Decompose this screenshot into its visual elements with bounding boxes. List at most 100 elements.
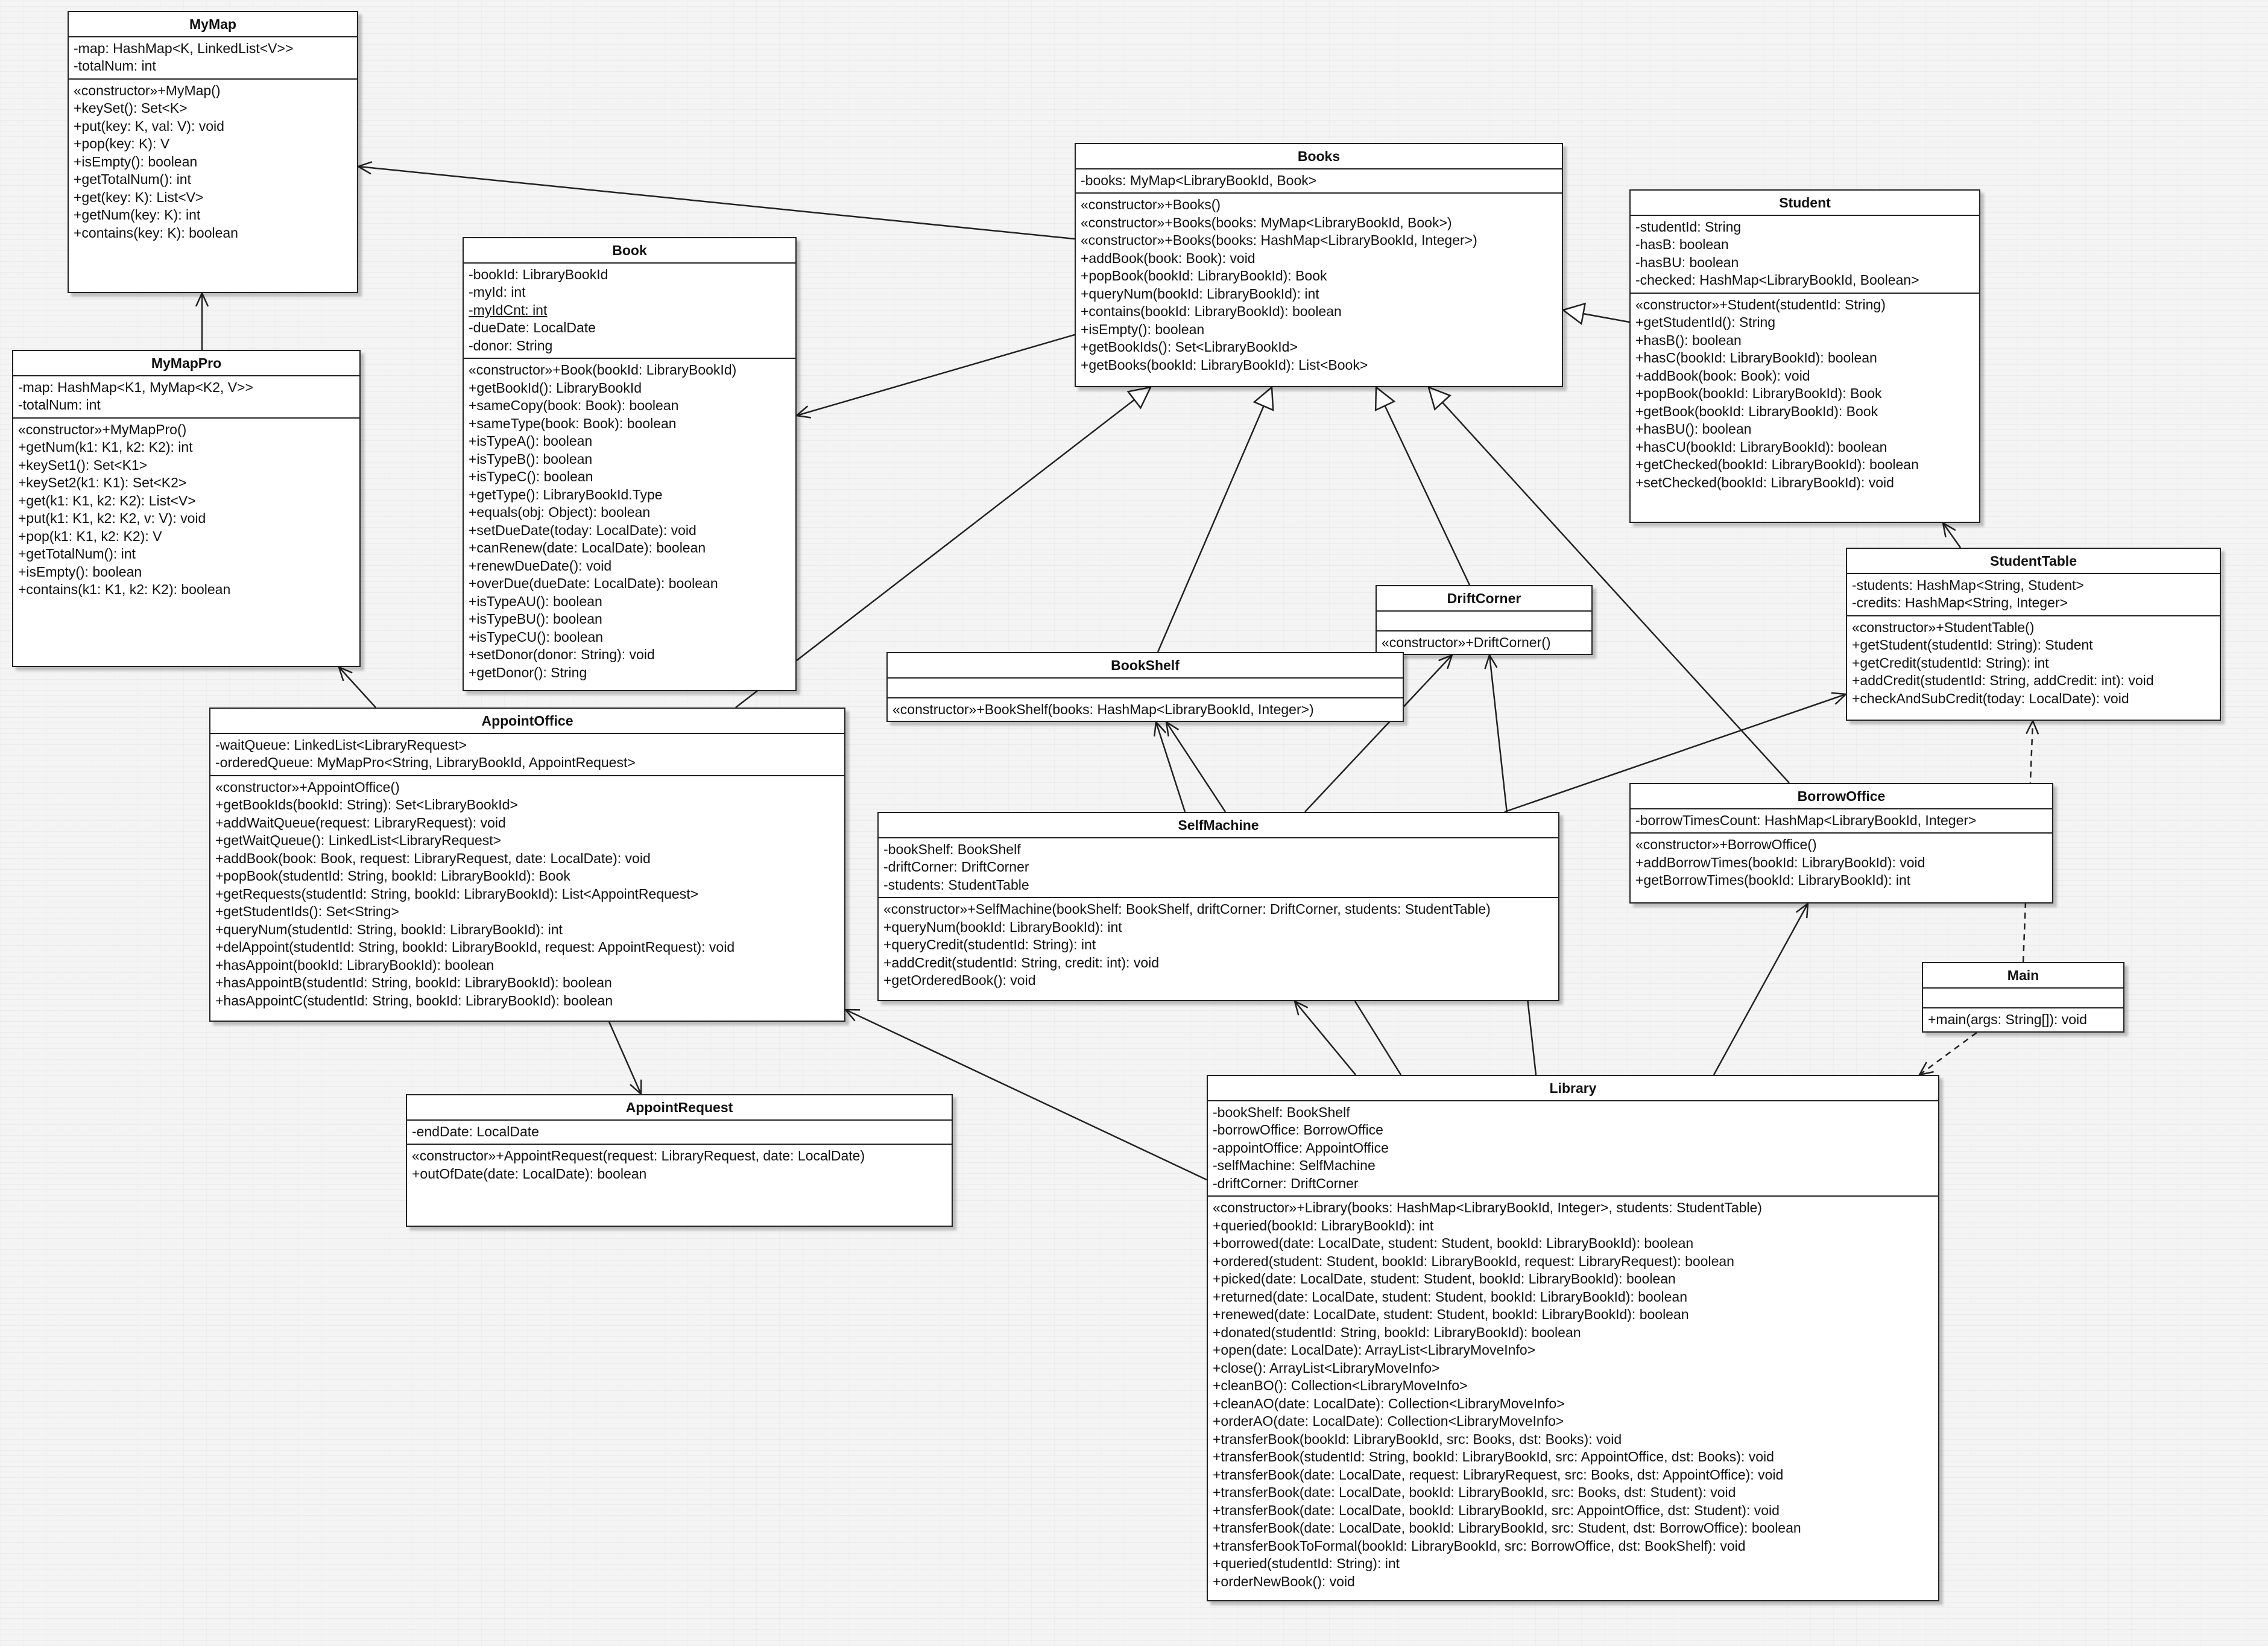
class-box-bookshelf[interactable]: BookShelf «constructor»+BookShelf(books: … [886, 652, 1404, 722]
relation-generalization-appointoffice-to-books [735, 386, 1152, 708]
class-method: +hasAppointC(studentId: String, bookId: … [215, 992, 613, 1008]
class-method: +keySet2(k1: K1): Set<K2> [18, 475, 187, 490]
class-attribute: -hasB: boolean [1635, 236, 1729, 252]
class-method: +hasB(): boolean [1635, 332, 1742, 348]
class-method: +addBook(book: Book): void [1635, 367, 1810, 384]
class-attribute: -donor: String [469, 337, 553, 353]
class-attribute: -myId: int [469, 284, 526, 300]
class-method: +donated(studentId: String, bookId: Libr… [1213, 1324, 1581, 1340]
class-attributes-section: -map: HashMap<K, LinkedList<V>>-totalNum… [69, 36, 357, 78]
relation-generalization-bookshelf-to-books [1157, 385, 1274, 653]
class-method: +transferBookToFormal(bookId: LibraryBoo… [1213, 1537, 1746, 1554]
relation-association-mymappro-to-mymap [195, 291, 209, 350]
class-attribute: -checked: HashMap<LibraryBookId, Boolean… [1635, 272, 1919, 288]
class-name: AppointRequest [625, 1100, 733, 1115]
class-method: «constructor»+StudentTable() [1852, 619, 2035, 635]
class-attribute: -hasBU: boolean [1635, 254, 1739, 270]
class-method: +orderAO(date: LocalDate): Collection<Li… [1213, 1413, 1564, 1429]
class-method: «constructor»+Student(studentId: String) [1635, 296, 1886, 312]
class-method: +getOrderedBook(): void [883, 972, 1036, 988]
class-box-mymappro[interactable]: MyMapPro-map: HashMap<K1, MyMap<K2, V>>-… [12, 350, 361, 667]
class-method: +isTypeC(): boolean [469, 469, 593, 484]
class-method: +popBook(studentId: String, bookId: Libr… [215, 868, 570, 884]
class-box-driftcorner[interactable]: DriftCorner «constructor»+DriftCorner() [1376, 585, 1593, 655]
class-method: «constructor»+Library(books: HashMap<Lib… [1213, 1200, 1762, 1215]
class-method: +getTotalNum(): int [18, 546, 136, 562]
class-method: +getNum(key: K): int [74, 207, 201, 223]
class-attribute: -dueDate: LocalDate [469, 320, 596, 335]
class-method: +getBookId(): LibraryBookId [469, 379, 642, 396]
class-attribute: -selfMachine: SelfMachine [1213, 1157, 1376, 1173]
class-attributes-section: -bookShelf: BookShelf-borrowOffice: Borr… [1208, 1100, 1938, 1196]
relation-association-library-to-bookshelf [1165, 720, 1227, 812]
class-method: +get(k1: K1, k2: K2): List<V> [18, 492, 196, 508]
class-method: «constructor»+Books() [1081, 197, 1221, 212]
class-method: +borrowed(date: LocalDate, student: Stud… [1213, 1235, 1694, 1251]
class-methods-section: «constructor»+DriftCorner() [1377, 630, 1591, 655]
class-method: +isEmpty(): boolean [18, 563, 142, 580]
class-method: +addCredit(studentId: String, credit: in… [883, 954, 1160, 970]
class-name: BookShelf [1111, 657, 1180, 673]
class-attributes-section [888, 677, 1403, 697]
class-methods-section: «constructor»+MyMap()+keySet(): Set<K>+p… [69, 78, 357, 245]
class-method: +checkAndSubCredit(today: LocalDate): vo… [1852, 690, 2129, 706]
class-box-library[interactable]: Library-bookShelf: BookShelf-borrowOffic… [1207, 1075, 1939, 1601]
class-box-appointoffice[interactable]: AppointOffice-waitQueue: LinkedList<Libr… [209, 707, 845, 1022]
class-method: +hasAppointB(studentId: String, bookId: … [215, 975, 612, 990]
class-method: +setDueDate(today: LocalDate): void [469, 522, 697, 538]
class-attribute: -bookId: LibraryBookId [469, 266, 608, 282]
class-name: DriftCorner [1447, 590, 1521, 606]
class-box-appointrequest[interactable]: AppointRequest-endDate: LocalDate«constr… [406, 1094, 953, 1227]
class-method: +overDue(dueDate: LocalDate): boolean [469, 575, 718, 591]
class-attribute: -borrowOffice: BorrowOffice [1213, 1122, 1383, 1138]
connector-line [1354, 1001, 1402, 1075]
class-box-borrowoffice[interactable]: BorrowOffice-borrowTimesCount: HashMap<L… [1629, 783, 2053, 904]
class-method: +setChecked(bookId: LibraryBookId): void [1635, 474, 1894, 490]
class-attributes-section: -waitQueue: LinkedList<LibraryRequest>-o… [210, 732, 844, 775]
relation-generalization-driftcorner-to-books [1374, 385, 1471, 586]
class-box-student[interactable]: Student-studentId: String-hasB: boolean-… [1629, 189, 1980, 523]
class-attributes-section [1923, 987, 2123, 1007]
class-method: +outOfDate(date: LocalDate): boolean [412, 1165, 647, 1182]
class-method: +popBook(bookId: LibraryBookId): Book [1081, 268, 1327, 283]
class-method: +transferBook(date: LocalDate, request: … [1213, 1466, 1784, 1483]
class-methods-section: «constructor»+Student(studentId: String)… [1631, 292, 1979, 495]
class-method: +open(date: LocalDate): ArrayList<Librar… [1213, 1342, 1536, 1358]
class-method: «constructor»+BookShelf(books: HashMap<L… [892, 701, 1314, 717]
class-method: +contains(bookId: LibraryBookId): boolea… [1081, 303, 1342, 319]
relation-association-library-to-appointoffice [844, 1008, 1207, 1181]
class-box-main[interactable]: Main+main(args: String[]): void [1922, 962, 2124, 1033]
class-method: +getBookIds(bookId: String): Set<Library… [215, 797, 518, 812]
class-attribute: -books: MyMap<LibraryBookId, Book> [1081, 172, 1317, 188]
class-method: +pop(k1: K1, k2: K2): V [18, 528, 162, 544]
class-box-selfmachine[interactable]: SelfMachine-bookShelf: BookShelf-driftCo… [877, 812, 1559, 1001]
class-method: +close(): ArrayList<LibraryMoveInfo> [1213, 1360, 1440, 1376]
class-attribute: -appointOffice: AppointOffice [1213, 1139, 1389, 1156]
class-method: +addBorrowTimes(bookId: LibraryBookId): … [1635, 854, 1925, 870]
class-name: StudentTable [1990, 553, 2077, 569]
class-box-studenttable[interactable]: StudentTable-students: HashMap<String, S… [1846, 548, 2221, 721]
class-method: +getDonor(): String [469, 664, 587, 680]
class-method: +getNum(k1: K1, k2: K2): int [18, 439, 193, 455]
class-attributes-section: -studentId: String-hasB: boolean -hasBU: … [1631, 214, 1979, 293]
class-attribute: -driftCorner: DriftCorner [1213, 1175, 1359, 1191]
class-method: +put(key: K, val: V): void [74, 118, 224, 134]
class-method: +getBook(bookId: LibraryBookId): Book [1635, 403, 1878, 419]
class-method: +queried(bookId: LibraryBookId): int [1213, 1217, 1434, 1233]
class-method: +renewDueDate(): void [469, 557, 612, 574]
class-box-books[interactable]: Books-books: MyMap<LibraryBookId, Book>«… [1075, 143, 1563, 387]
class-method: «constructor»+Books(books: HashMap<Libra… [1081, 232, 1477, 248]
class-methods-section: «constructor»+BookShelf(books: HashMap<L… [888, 697, 1403, 722]
class-box-book[interactable]: Book-bookId: LibraryBookId-myId: int-myI… [463, 237, 797, 691]
class-attributes-section: -books: MyMap<LibraryBookId, Book> [1076, 168, 1562, 193]
class-attribute: -map: HashMap<K1, MyMap<K2, V>> [18, 379, 253, 395]
class-method: +getTotalNum(): int [74, 171, 191, 187]
relation-association-appointoffice-to-mymappro [337, 665, 376, 708]
relation-association-selfmachine-to-bookshelf [1153, 720, 1186, 812]
class-method: +getCredit(studentId: String): int [1852, 654, 2049, 671]
class-method: +getType(): LibraryBookId.Type [469, 486, 663, 502]
class-method: +hasCU(bookId: LibraryBookId): boolean [1635, 438, 1887, 455]
class-box-mymap[interactable]: MyMap-map: HashMap<K, LinkedList<V>>-tot… [68, 11, 358, 293]
class-attribute: -studentId: String [1635, 218, 1742, 235]
